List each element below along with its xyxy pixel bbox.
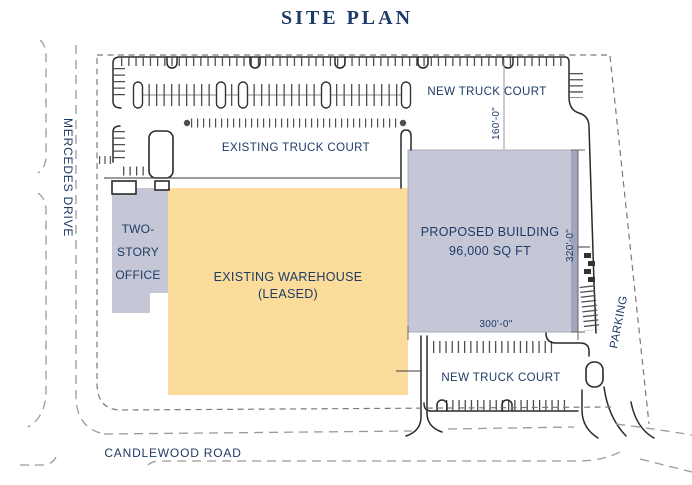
proposed-label-line2: 96,000 SQ FT [449, 244, 531, 258]
court-lane-cap [400, 129, 412, 189]
drive-lane-east-curb [426, 335, 443, 433]
parking-lot-top [99, 56, 597, 334]
mercedes-west-curb-upper [37, 39, 47, 174]
east-court-island [585, 361, 604, 388]
center-row-pill-islands [132, 81, 412, 109]
dock-strip-dot-right [399, 119, 407, 127]
dim-300-ticks [407, 326, 579, 340]
warehouse-label-line1: EXISTING WAREHOUSE [214, 270, 363, 284]
corner-flare [630, 401, 655, 439]
dimensions [407, 59, 585, 340]
new-truck-court-bottom-label: NEW TRUCK COURT [441, 372, 560, 384]
parking-label: PARKING [608, 295, 630, 350]
candlewood-south-curb-west [20, 456, 57, 466]
property-boundary [96, 54, 650, 425]
labels: SITE PLAN MERCEDES DRIVE CANDLEWOOD ROAD… [61, 7, 630, 460]
east-parking [577, 246, 600, 331]
proposed-label-line1: PROPOSED BUILDING [421, 225, 559, 239]
office-label-line3: OFFICE [115, 268, 160, 282]
candlewood-south-curb-mid [147, 451, 621, 466]
road-lines [20, 39, 692, 473]
truck-court-bottom [396, 332, 655, 439]
accessible-stall-bracket [577, 246, 590, 252]
mercedes-east-curb [75, 45, 105, 435]
south-dock-bumpouts [436, 399, 513, 412]
warehouse-label-line2: (LEASED) [258, 287, 318, 301]
proposed-building-footprint [407, 149, 579, 333]
entry-detail [104, 129, 412, 195]
page-title: SITE PLAN [281, 7, 413, 29]
top-stall-bumpouts [166, 56, 514, 69]
existing-truck-court-label: EXISTING TRUCK COURT [222, 142, 370, 154]
mercedes-drive-label: MERCEDES DRIVE [61, 118, 75, 237]
east-driveway-inner-flare [581, 389, 599, 439]
east-driveway-outer-flare [603, 386, 627, 437]
candlewood-south-curb-east [639, 458, 692, 473]
candlewood-north-curb-west [103, 430, 413, 435]
dim-160-label: 160'-0" [491, 107, 502, 140]
east-parking-ticks [579, 285, 600, 331]
accessible-parking-symbols [584, 253, 595, 282]
candlewood-north-curb-east [615, 423, 692, 436]
dim-300-label: 300'-0" [479, 319, 512, 330]
existing-warehouse-footprint [168, 188, 408, 395]
dim-320-label: 320'-0" [565, 229, 576, 262]
boundary-east-diagonal [609, 55, 650, 425]
drive-lane-west-curb [405, 335, 422, 437]
top-stall-curb [112, 56, 566, 109]
office-entry-box-a [111, 180, 137, 195]
entry-island [148, 130, 174, 179]
south-dock-curb [423, 402, 579, 412]
east-court-step-curb [545, 332, 590, 357]
office-label-line2: STORY [117, 245, 159, 259]
office-label-line1: TWO- [122, 222, 155, 236]
two-story-office-footprint [112, 188, 168, 313]
mercedes-west-curb-lower [27, 192, 47, 428]
new-truck-court-top-label: NEW TRUCK COURT [427, 86, 546, 98]
candlewood-road-label: CANDLEWOOD ROAD [104, 446, 241, 460]
office-entry-box-b [154, 180, 170, 191]
buildings [112, 149, 579, 395]
candlewood-north-curb-mid [447, 426, 575, 430]
dock-strip-dot-left [183, 119, 191, 127]
proposed-building-edge-shade [571, 150, 578, 332]
